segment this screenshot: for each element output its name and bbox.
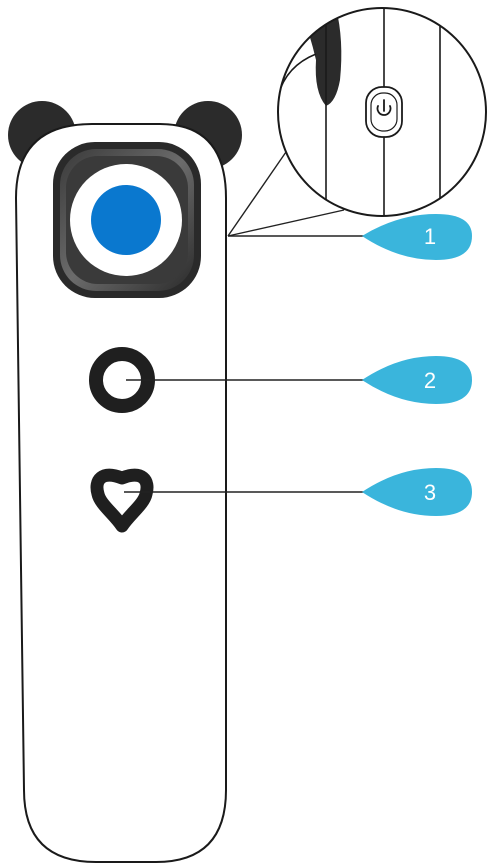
callout-1-shape bbox=[362, 214, 472, 260]
callout-3-label: 3 bbox=[424, 480, 436, 505]
callout-2-shape bbox=[362, 356, 472, 404]
callout-2: 2 bbox=[362, 356, 472, 404]
callout-2-label: 2 bbox=[424, 368, 436, 393]
lower-heart-button[interactable] bbox=[90, 468, 154, 533]
joystick[interactable] bbox=[53, 142, 201, 298]
callout-3: 3 bbox=[362, 468, 472, 516]
zoom-connector bbox=[227, 151, 345, 237]
callout-1: 1 bbox=[362, 214, 472, 260]
callout-3-shape bbox=[362, 468, 472, 516]
zoom-detail bbox=[277, 7, 487, 217]
power-icon bbox=[376, 99, 392, 116]
joystick-cap[interactable] bbox=[91, 185, 161, 255]
callout-1-label: 1 bbox=[424, 224, 436, 249]
remote-body bbox=[14, 123, 227, 863]
leader-lines bbox=[124, 235, 372, 493]
side-power-button[interactable] bbox=[365, 86, 403, 138]
